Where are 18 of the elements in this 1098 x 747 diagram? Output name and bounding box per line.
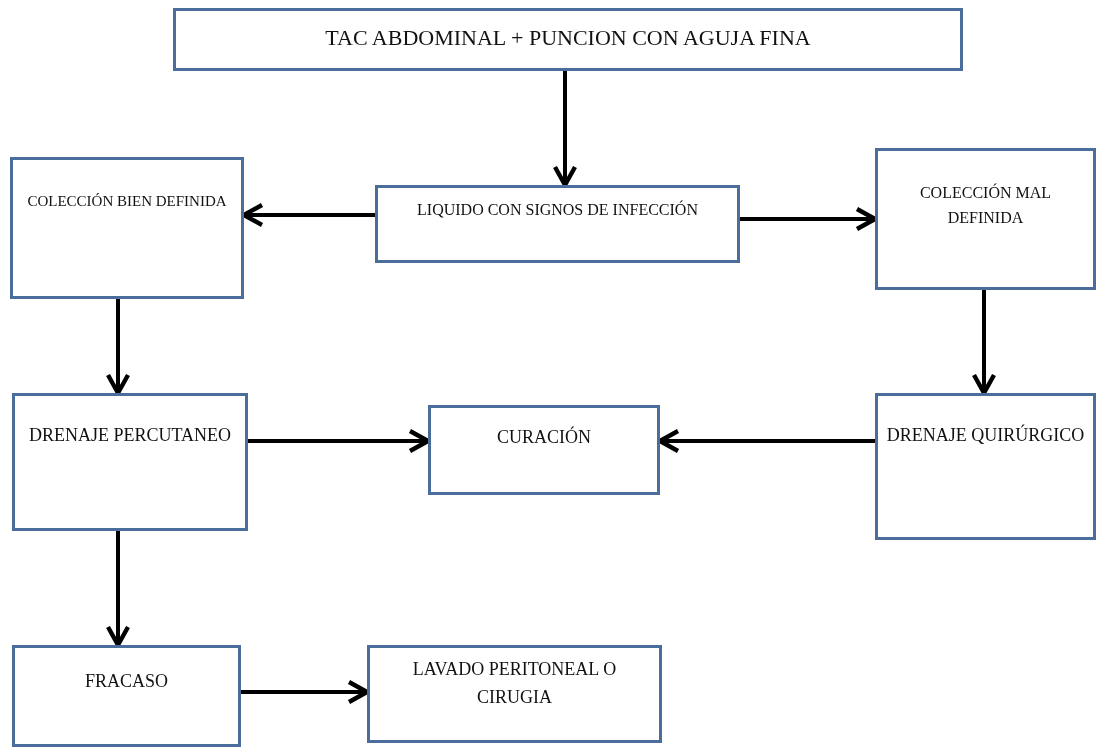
process-box bbox=[428, 405, 660, 495]
process-box bbox=[875, 148, 1096, 290]
process-box bbox=[875, 393, 1096, 540]
box-label: TAC ABDOMINAL + PUNCION CON AGUJA FINA bbox=[324, 24, 812, 52]
process-box bbox=[367, 645, 662, 743]
box-label: FRACASO bbox=[84, 670, 169, 693]
process-box bbox=[173, 8, 963, 71]
box-label: DRENAJE PERCUTANEO bbox=[27, 424, 233, 447]
box-label: COLECCIÓN MAL DEFINIDA bbox=[918, 182, 1053, 228]
box-label: DRENAJE QUIRÚRGICO bbox=[885, 423, 1086, 447]
process-box bbox=[375, 185, 740, 263]
box-label: LAVADO PERITONEAL O CIRUGIA bbox=[411, 658, 618, 709]
box-label: LIQUIDO CON SIGNOS DE INFECCIÓN bbox=[416, 199, 699, 220]
process-box bbox=[12, 645, 241, 747]
box-label: COLECCIÓN BIEN DEFINIDA bbox=[26, 192, 228, 211]
process-box bbox=[10, 157, 244, 299]
box-label: CURACIÓN bbox=[496, 425, 592, 449]
process-box bbox=[12, 393, 248, 531]
